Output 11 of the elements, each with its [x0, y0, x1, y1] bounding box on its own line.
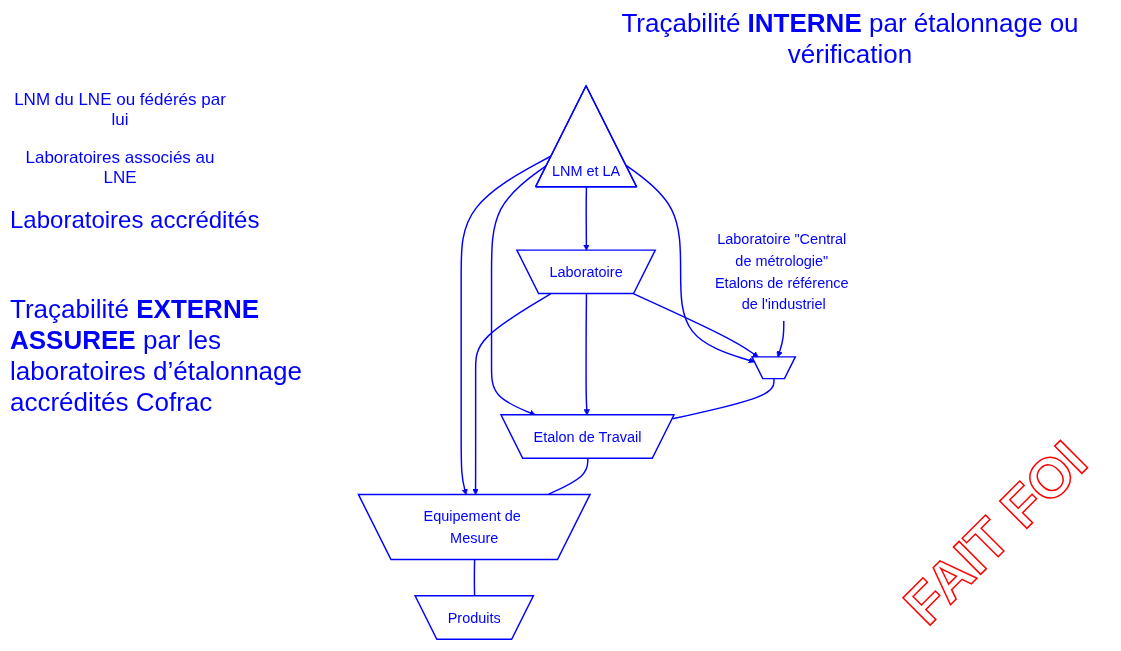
- label-text: LNM du LNE ou fédérés par lui: [13, 90, 227, 130]
- label-text: Laboratoires accrédités: [10, 206, 261, 234]
- node-text: Laboratoire "Central de métrologie" Etalons de référence de l'industriel: [714, 231, 849, 313]
- label-text: Traçabilité EXTERNE ASSUREE par les laboratoires d’étalonnage accrédités Cofrac: [10, 294, 303, 418]
- connector: [671, 378, 775, 420]
- arrow: [583, 186, 590, 251]
- arrow: [633, 293, 759, 358]
- label-text: Traçabilité INTERNE par étalonnage ou vérification: [620, 8, 1080, 70]
- label-text: Laboratoires associés au LNE: [24, 148, 216, 188]
- arrow: [625, 164, 755, 364]
- node-trapezoid: [750, 356, 797, 380]
